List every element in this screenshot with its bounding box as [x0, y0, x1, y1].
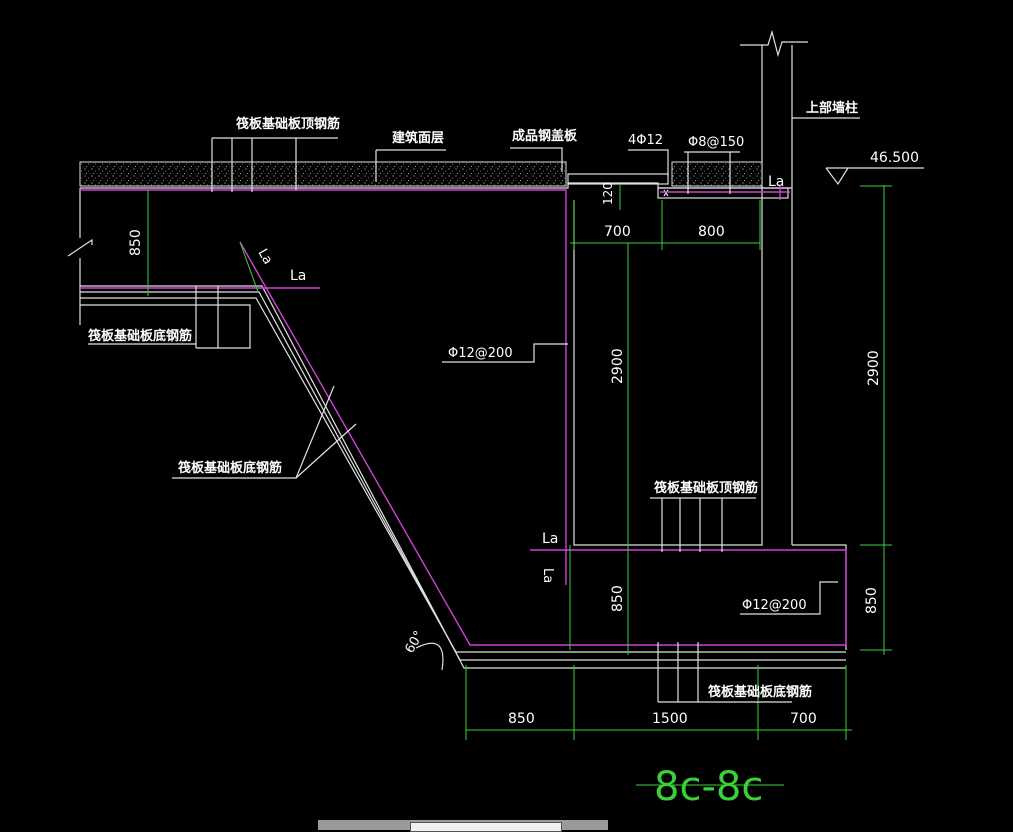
label-elevation: 46.500 [870, 150, 919, 166]
label-angle-60: 60° [402, 629, 427, 656]
section-title: 8c-8c [654, 764, 763, 810]
label-la-left: La [290, 268, 306, 284]
dim-2900-left: 2900 [610, 348, 626, 384]
label-phi12-200-right: Φ12@200 [742, 598, 807, 613]
dim-700-top: 700 [604, 224, 631, 240]
label-bottom-rebar-slope: 筏板基础板底钢筋 [178, 460, 282, 476]
command-input[interactable] [410, 822, 562, 832]
leader-lines [88, 117, 924, 703]
label-stirrup: Φ8@150 [688, 135, 744, 150]
label-bottom-rebar-left: 筏板基础板底钢筋 [88, 328, 192, 344]
label-cover-plate: 成品钢盖板 [512, 128, 578, 144]
label-la-pit: La [542, 531, 558, 547]
dim-850-left: 850 [128, 229, 144, 256]
label-la-pit-rotated: La [540, 568, 555, 583]
dim-850-right: 850 [864, 587, 880, 614]
label-top-rebar-pit: 筏板基础板顶钢筋 [654, 480, 758, 496]
dim-1500: 1500 [652, 711, 688, 727]
rebar-lines [80, 186, 847, 646]
steel-cover-plate [567, 173, 789, 199]
label-phi12-200-left: Φ12@200 [448, 346, 513, 361]
dim-120: 120 [601, 182, 615, 205]
dim-800: 800 [698, 224, 725, 240]
annotations: 筏板基础板顶钢筋 建筑面层 成品钢盖板 4Φ12 Φ8@150 上部墙柱 46.… [88, 100, 919, 810]
label-la-left-inclined: La [255, 247, 276, 268]
dim-850-bottom: 850 [508, 711, 535, 727]
label-upper-wall: 上部墙柱 [806, 100, 858, 116]
label-la-top: La [768, 174, 784, 190]
dim-850-pit: 850 [610, 585, 626, 612]
dim-2900-right: 2900 [866, 350, 882, 386]
label-top-rebar-1: 筏板基础板顶钢筋 [236, 116, 340, 132]
finish-layer [79, 161, 763, 187]
dim-700-bottom: 700 [790, 711, 817, 727]
label-finish-layer: 建筑面层 [392, 130, 444, 146]
label-4phi12: 4Φ12 [628, 133, 663, 148]
dimension-lines [147, 185, 892, 786]
label-bottom-rebar-pit: 筏板基础板底钢筋 [708, 684, 812, 700]
status-bar [318, 820, 608, 832]
